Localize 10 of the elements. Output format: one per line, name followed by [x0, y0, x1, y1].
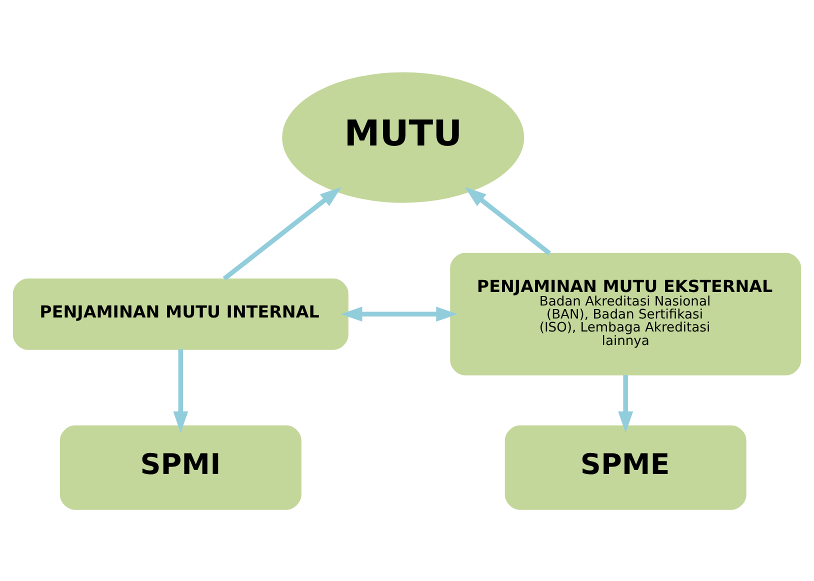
arrow	[618, 374, 634, 432]
node-box: PENJAMINAN MUTU INTERNAL	[12, 278, 348, 350]
node-box: PENJAMINAN MUTU EKSTERNAL Badan Akreditasi Nasional (BAN), Badan Sertifikasi (ISO), Lembaga Akreditasi lainnya	[450, 252, 802, 375]
node-box: SPMI	[60, 424, 302, 510]
arrow	[173, 348, 188, 432]
arrow	[340, 306, 458, 322]
node-ellipse: MUTU	[282, 72, 524, 202]
arrow	[222, 186, 342, 280]
arrow	[464, 186, 551, 255]
node-box: SPME	[504, 424, 746, 510]
